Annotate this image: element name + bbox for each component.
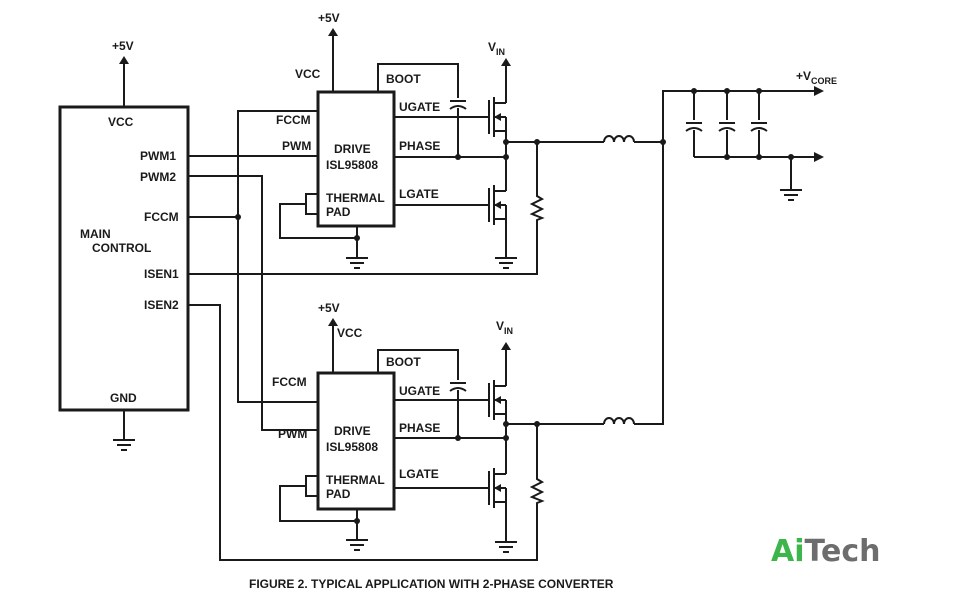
main-vcc-rail-label: +5V: [112, 39, 134, 53]
output-capacitor-3-icon: [750, 122, 768, 132]
driver1-pin-phase: PHASE: [399, 139, 440, 153]
main-title-line1: MAIN: [80, 227, 111, 241]
driver2-title-line2: ISL95808: [326, 440, 378, 454]
aitech-logo: AiTech: [771, 534, 880, 569]
driver1-title-line2: ISL95808: [326, 158, 378, 172]
figure-caption: FIGURE 2. TYPICAL APPLICATION WITH 2-PHA…: [249, 577, 614, 591]
driver2-boot-capacitor-icon: [449, 382, 467, 392]
output-ground-icon: [779, 181, 803, 201]
main-control-block: +5V VCC PWM1 PWM2 FCCM MAIN CONTROL ISEN…: [58, 39, 190, 451]
driver2-low-side-mosfet-icon: [475, 457, 507, 519]
driver1-pin-pwm: PWM: [282, 139, 311, 153]
driver2-vcc-rail-label: +5V: [318, 301, 340, 315]
driver1-pin-vcc: VCC: [295, 67, 321, 81]
main-pin-pwm2: PWM2: [140, 170, 176, 184]
driver1-mosfet-ground-icon: [494, 249, 518, 269]
driver2-pin-lgate: LGATE: [399, 467, 439, 481]
driver2-pin-boot: BOOT: [386, 355, 421, 369]
driver2-output-inductor-icon: [603, 417, 635, 425]
main-pin-gnd: GND: [110, 391, 137, 405]
driver2-pin-ugate: UGATE: [399, 384, 440, 398]
driver2-pin-vcc: VCC: [337, 326, 363, 340]
main-pin-isen2: ISEN2: [144, 298, 179, 312]
driver1-pin-ugate: UGATE: [399, 100, 440, 114]
driver2-pin-fccm: FCCM: [272, 375, 307, 389]
main-ground-icon: [112, 431, 136, 451]
driver1-title-line1: DRIVE: [334, 142, 371, 156]
driver1-sense-resistor-icon: [531, 191, 543, 223]
driver2-ground-icon: [345, 531, 369, 551]
main-pin-fccm: FCCM: [144, 210, 179, 224]
driver1-ground-icon: [345, 249, 369, 269]
driver1-pin-lgate: LGATE: [399, 187, 439, 201]
driver-1-block: +5V VCC FCCM PWM DRIVE ISL95808 THERMAL …: [276, 11, 666, 269]
main-pin-vcc: VCC: [108, 115, 134, 129]
driver1-output-inductor-icon: [603, 135, 635, 143]
output-stage: +VCORE: [662, 69, 837, 201]
vcore-label: +VCORE: [796, 69, 837, 86]
driver1-high-side-mosfet-icon: [475, 86, 507, 148]
output-capacitor-2-icon: [718, 122, 736, 132]
main-title-line2: CONTROL: [92, 241, 151, 255]
driver1-pin-fccm: FCCM: [276, 113, 311, 127]
driver-2-block: +5V VCC FCCM PWM DRIVE ISL95808 THERMAL …: [272, 142, 664, 553]
driver1-pin-pad: PAD: [326, 205, 351, 219]
driver1-vcc-rail-label: +5V: [318, 11, 340, 25]
driver2-pin-pad: PAD: [326, 487, 351, 501]
driver1-vin-label: VIN: [488, 40, 505, 57]
driver2-title-line1: DRIVE: [334, 424, 371, 438]
control-wiring: [188, 110, 538, 561]
driver2-sense-resistor-icon: [531, 474, 543, 506]
driver2-pin-pwm: PWM: [278, 427, 307, 441]
main-pin-pwm1: PWM1: [140, 149, 176, 163]
driver1-boot-capacitor-icon: [449, 100, 467, 110]
driver2-mosfet-ground-icon: [494, 533, 518, 553]
driver1-low-side-mosfet-icon: [475, 174, 507, 236]
driver2-high-side-mosfet-icon: [475, 369, 507, 431]
output-capacitor-1-icon: [685, 122, 703, 132]
driver2-vin-label: VIN: [496, 319, 513, 336]
main-pin-isen1: ISEN1: [144, 267, 179, 281]
driver2-pin-thermal: THERMAL: [326, 473, 385, 487]
driver1-pin-boot: BOOT: [386, 72, 421, 86]
driver1-pin-thermal: THERMAL: [326, 191, 385, 205]
driver2-pin-phase: PHASE: [399, 421, 440, 435]
